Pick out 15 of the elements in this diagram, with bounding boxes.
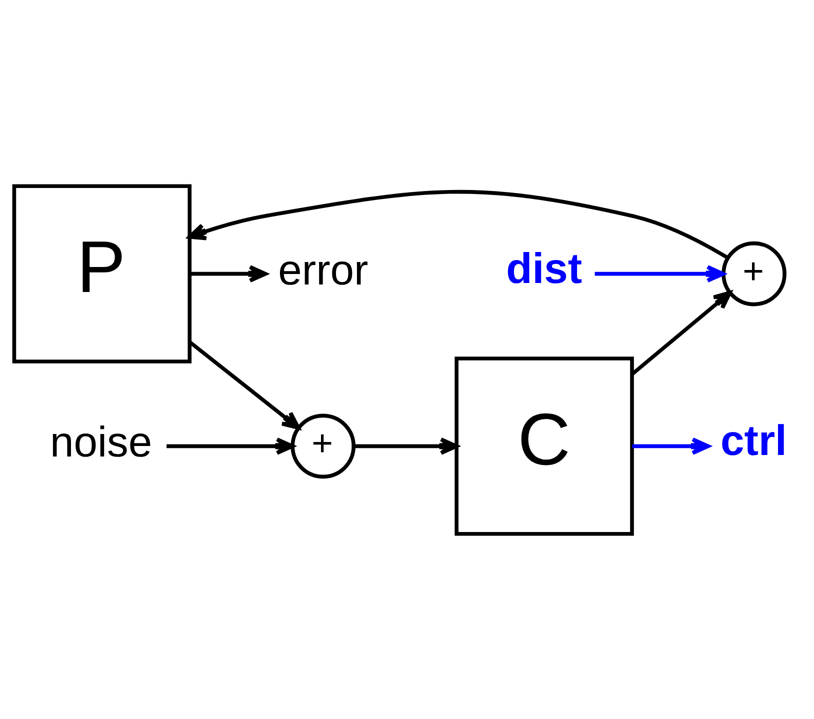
arrow — [166, 436, 294, 454]
node-text: ctrl — [720, 416, 787, 465]
node-circle: + — [290, 413, 356, 478]
node-box: C — [454, 356, 634, 536]
arrow — [632, 436, 710, 454]
node-text: error — [278, 246, 368, 294]
arrow — [594, 264, 725, 282]
arrow — [190, 264, 268, 282]
node-circle: + — [722, 240, 786, 306]
node-box: P — [12, 184, 192, 363]
arrow — [188, 189, 729, 260]
node-text: dist — [506, 244, 582, 292]
node-text: noise — [50, 418, 152, 466]
arrow — [631, 290, 732, 376]
arrow — [354, 436, 458, 454]
